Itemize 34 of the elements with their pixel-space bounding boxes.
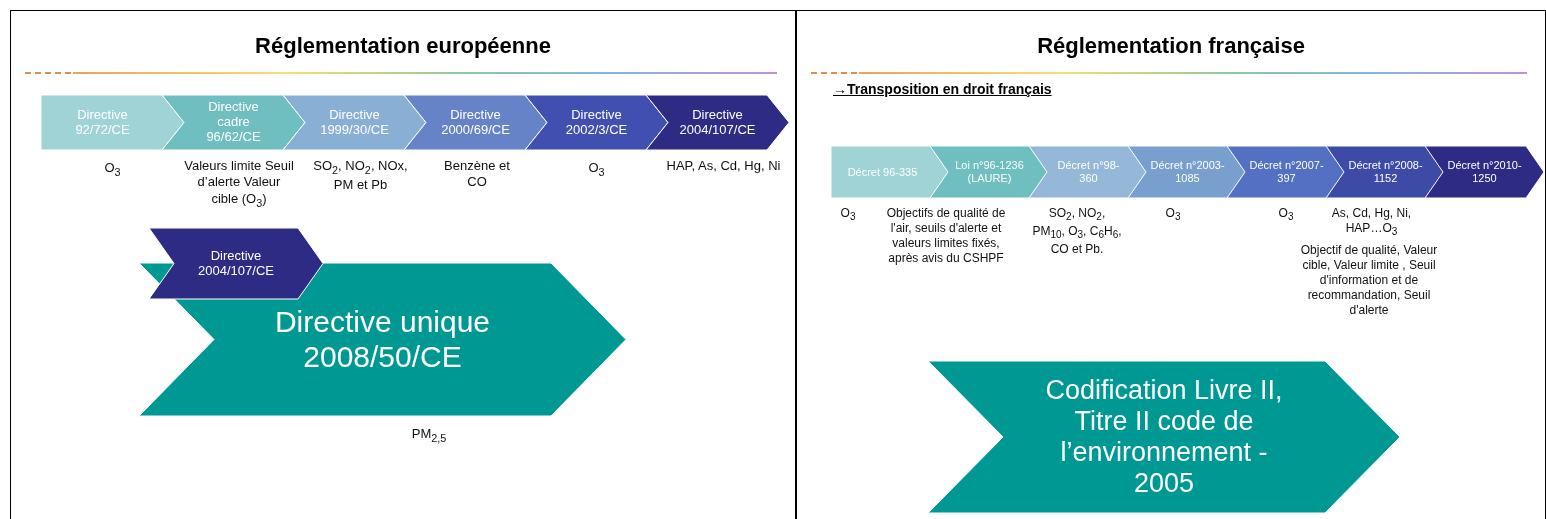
chevron-label: Loi n°96-1236 (LAURE) <box>954 159 1025 185</box>
chevron-label: Directive cadre 96/62/CE <box>205 100 262 145</box>
pollutant-note: SO$_{2}$, NO$_{2}$, PM$_{10}$, O$_{3}$, C$_{6}$H$_{6}$, CO et Pb. <box>1031 206 1123 257</box>
chevron-label: Directive unique 2008/50/CE <box>273 305 492 374</box>
chevron-label: Directive 2004/107/CE <box>197 248 275 279</box>
pollutant-note: O$_{3}$ <box>1164 206 1182 224</box>
pollutant-note: O$_{3}$ <box>103 160 122 180</box>
pollutant-note: As, Cd, Hg, Ni, HAP…O$_{3}$ <box>1330 206 1413 239</box>
pollutant-note: PM$_{2,5}$ <box>410 426 448 446</box>
chevron-label: Directive 2000/69/CE <box>440 107 511 138</box>
chevron-label: Décret n°2003-1085 <box>1149 159 1226 185</box>
chevron-label: Décret n°98-360 <box>1056 159 1121 185</box>
pollutant-note: O$_{3}$ <box>587 160 606 180</box>
pollutant-note: O$_{3}$ <box>839 206 857 224</box>
chevron-label: Décret n°2007-397 <box>1248 159 1325 185</box>
chevron-label: Directive 92/72/CE <box>74 107 131 138</box>
panel-title: Réglementation française <box>1036 33 1306 59</box>
pollutant-note: Objectif de qualité, Valeur cible, Valeur limite , Seuil d'information et de recommandation, Seuil d'alerte <box>1299 243 1439 318</box>
pollutant-note: Valeurs limite Seuil d’alerte Valeur cible (O$_{3}$) <box>184 158 294 210</box>
panel-frame <box>10 10 796 519</box>
pollutant-note: Benzène et CO <box>443 158 511 191</box>
chevron-label: Décret n°2008-1152 <box>1347 159 1424 185</box>
pollutant-note: HAP, As, Cd, Hg, Ni <box>666 158 781 175</box>
pollutant-note: SO$_{2}$, NO$_{2}$, NOx, PM et Pb <box>312 158 409 194</box>
chevron-label: Codification Livre II, Titre II code de l’environnement - 2005 <box>1044 374 1284 500</box>
pollutant-note: O$_{3}$ <box>1277 206 1295 224</box>
pollutant-note: Objectifs de qualité de l'air, seuils d'alerte et valeurs limites fixés, après avis du CSHPF <box>885 206 1007 266</box>
panel-title: Réglementation européenne <box>254 33 552 59</box>
section-subtitle: →Transposition en droit français <box>833 81 1052 97</box>
chevron-label: Directive 2002/3/CE <box>564 107 629 138</box>
chevron-label: Directive 1999/30/CE <box>319 107 390 138</box>
panel-frame <box>796 10 1546 519</box>
chevron-label: Directive 2004/107/CE <box>678 107 757 138</box>
chevron-label: Décret n°2010-1250 <box>1446 159 1523 185</box>
